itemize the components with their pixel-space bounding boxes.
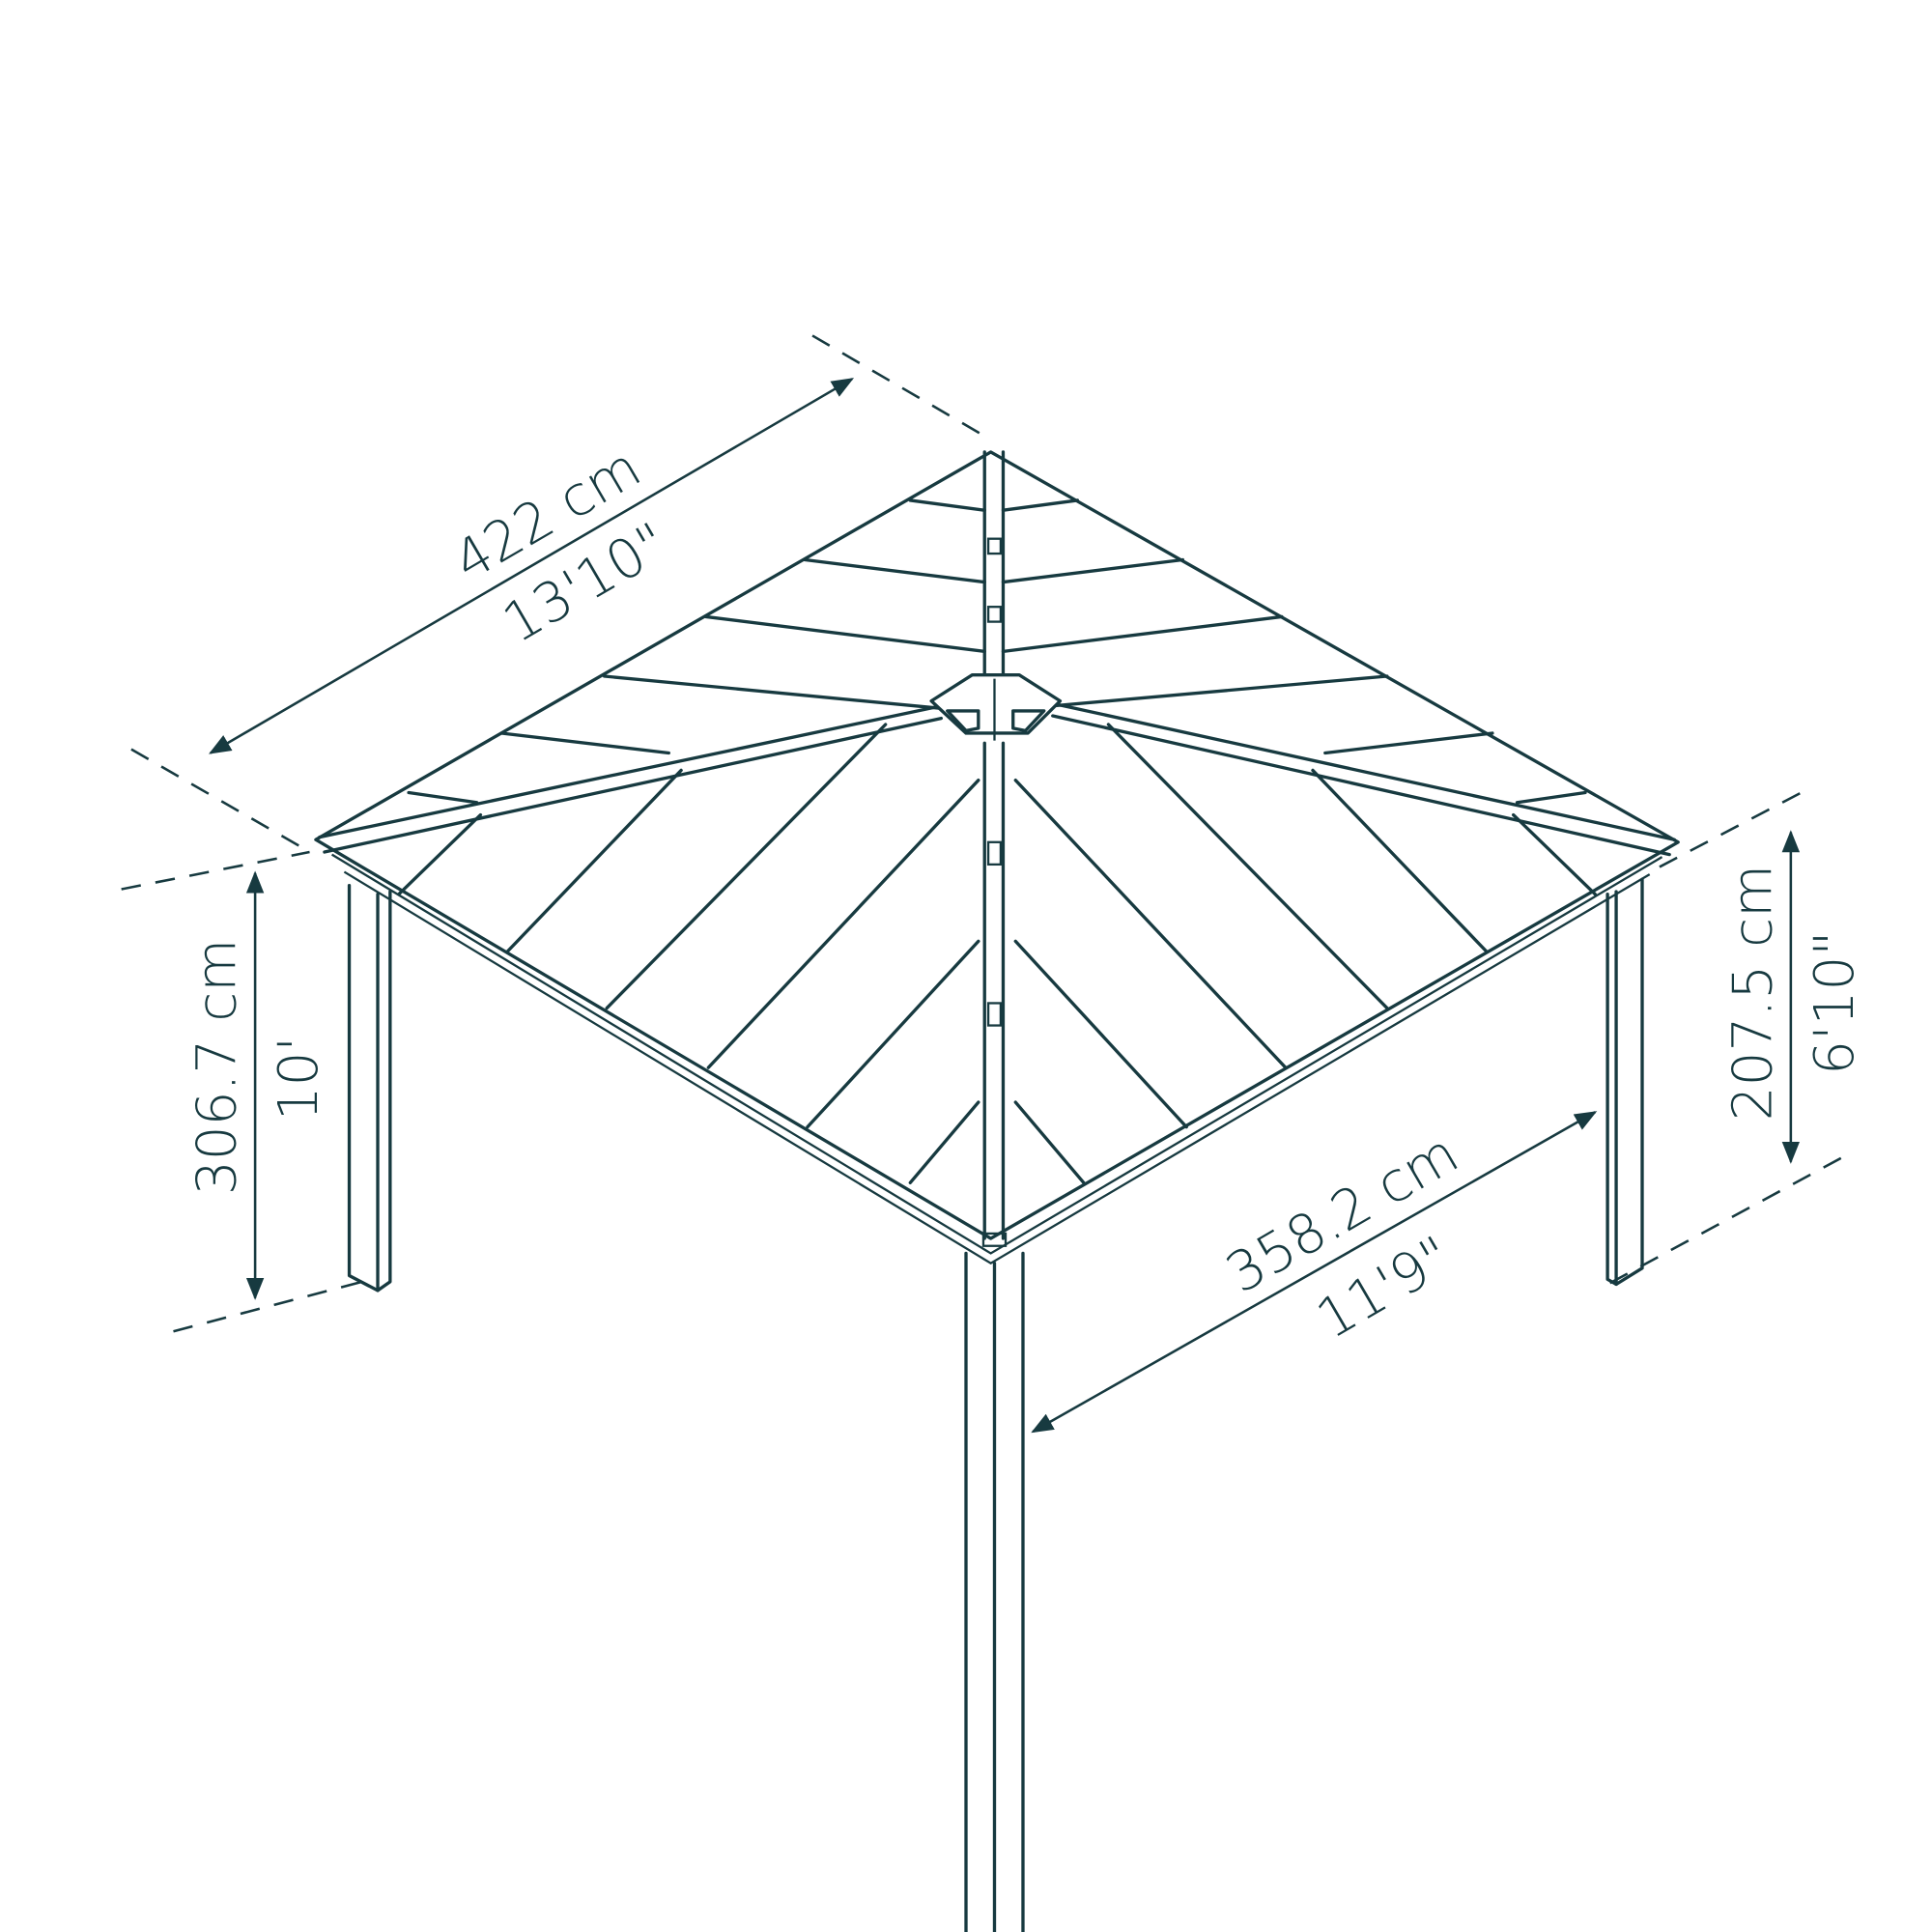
dimension-side-height: 207.5 cm 6'10"	[1609, 786, 1866, 1285]
hip-ridges	[318, 450, 1677, 1240]
overall-height-imperial: 10'	[268, 1037, 330, 1121]
roof-battens-front	[397, 723, 1597, 1185]
post-right	[1605, 877, 1644, 1287]
ridge-connectors	[981, 537, 1008, 1247]
post-front	[964, 1251, 1025, 1932]
post-left	[347, 884, 392, 1293]
side-height-metric: 207.5 cm	[1721, 865, 1784, 1121]
side-height-imperial: 6'10"	[1804, 931, 1866, 1075]
dimension-overall-height: 306.7 cm 10'	[121, 850, 372, 1333]
roof-center-hub	[929, 673, 1063, 741]
overall-height-metric: 306.7 cm	[186, 939, 249, 1195]
posts	[347, 877, 1644, 1932]
